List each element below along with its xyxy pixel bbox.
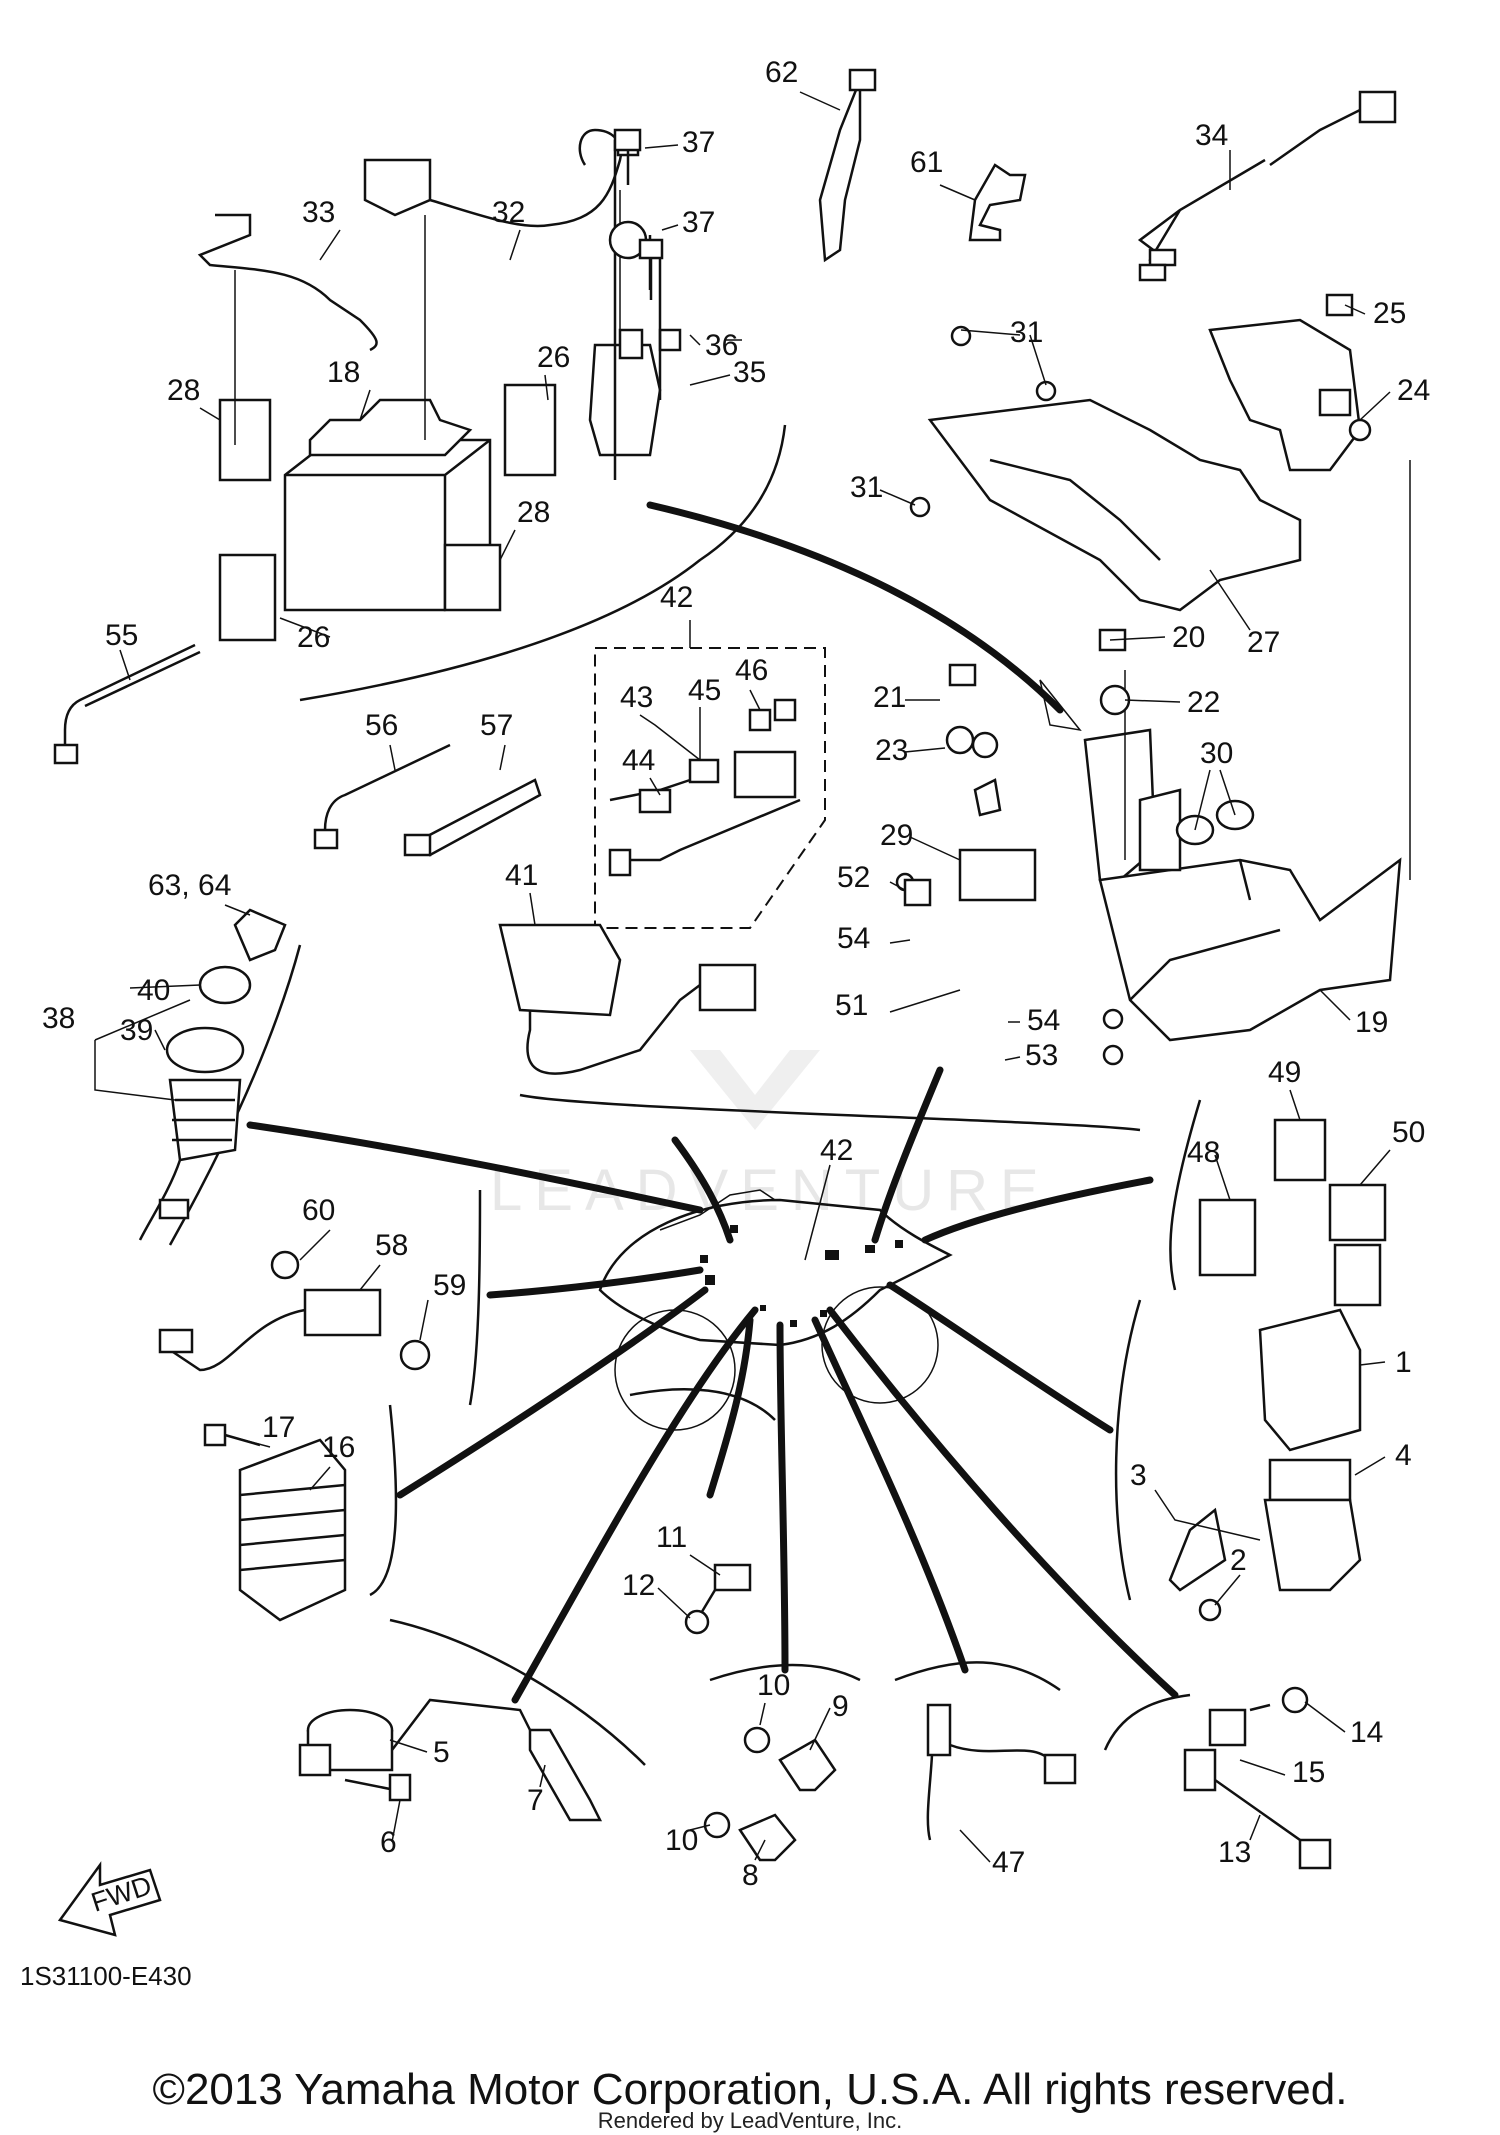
callout-50: 50 [1392,1116,1425,1149]
sensor-13 [1183,1686,1332,1870]
callout-61: 61 [910,146,943,179]
callout-52: 52 [837,861,870,894]
callout-26a: 26 [537,341,570,374]
callout-58: 58 [375,1229,408,1262]
callout-32: 32 [492,196,525,229]
callout-33: 33 [302,196,335,229]
callout-39: 39 [120,1014,153,1047]
callout-36: 36 [705,329,738,362]
callout-30: 30 [1200,737,1233,770]
sensor-47 [926,1703,1077,1841]
group-leaders [246,501,1179,1704]
callout-57: 57 [480,709,513,742]
callout-54b: 54 [1027,1004,1060,1037]
switch-8-9 [703,1726,837,1862]
relay-group [1198,1118,1387,1307]
callout-6: 6 [380,1826,397,1859]
callout-17: 17 [262,1411,295,1444]
sensor-11 [684,1563,752,1635]
callout-60: 60 [302,1194,335,1227]
callout-20: 20 [1172,621,1205,654]
callout-56: 56 [365,709,398,742]
callout-28b: 28 [517,496,550,529]
callout-34: 34 [1195,119,1228,152]
callout-42a: 42 [660,581,693,614]
callout-28a: 28 [167,374,200,407]
group-brackets [168,424,1202,1766]
callout-leaders [94,91,1391,1863]
callout-22: 22 [1187,686,1220,719]
callout-4: 4 [1395,1439,1412,1472]
callout-63-64: 63, 64 [148,869,231,902]
callout-27: 27 [1247,626,1280,659]
ignition-coil [298,1698,603,1822]
bracket-27 [927,318,1372,612]
sensor-58 [158,1250,431,1372]
callout-48: 48 [1187,1136,1220,1169]
small-fasteners [613,128,1354,1066]
callout-54a: 54 [837,922,870,955]
callout-62: 62 [765,56,798,89]
callout-47: 47 [992,1846,1025,1879]
callout-9: 9 [832,1690,849,1723]
callout-40: 40 [137,974,170,1007]
callout-49: 49 [1268,1056,1301,1089]
copyright-notice: ©2013 Yamaha Motor Corporation, U.S.A. A… [152,2065,1348,2114]
callout-37b: 37 [682,206,715,239]
harness-lead [1137,90,1397,282]
callout-23: 23 [875,734,908,767]
callout-53: 53 [1025,1039,1058,1072]
callout-13: 13 [1218,1836,1251,1869]
callout-21: 21 [873,681,906,714]
watermark-text: LEADVENTURE [490,1158,1051,1223]
fwd-arrow: FWD [57,1861,162,1937]
callout-7: 7 [527,1784,544,1817]
callout-11: 11 [656,1521,687,1554]
callout-43: 43 [620,681,653,714]
box-19 [958,460,1411,1042]
callout-19: 19 [1355,1006,1388,1039]
callout-44: 44 [622,744,655,777]
callout-31b: 31 [850,471,883,504]
diagram-code: 1S31100-E430 [20,1961,192,1991]
rendered-by: Rendered by LeadVenture, Inc. [597,2108,903,2133]
ecu-group [1168,1308,1362,1622]
callout-16: 16 [322,1431,355,1464]
callout-37a: 37 [682,126,715,159]
callout-59: 59 [433,1269,466,1302]
watermark: LEADVENTURE [490,1050,1051,1223]
callout-29: 29 [880,819,913,852]
callout-10a: 10 [757,1669,790,1702]
callout-1: 1 [1395,1346,1412,1379]
callout-5: 5 [433,1736,450,1769]
callout-31a: 31 [1010,316,1043,349]
connector-kit-group [594,647,826,929]
rectifier-16 [203,1423,347,1622]
callout-41: 41 [505,859,538,892]
callout-8: 8 [742,1859,759,1892]
callout-3: 3 [1130,1459,1147,1492]
meter-41 [498,923,757,1075]
callout-35: 35 [733,356,766,389]
tie-straps [53,68,1027,857]
callout-18: 18 [327,356,360,389]
callout-55: 55 [105,619,138,652]
callout-24: 24 [1397,374,1430,407]
callout-2: 2 [1230,1544,1247,1577]
battery-group [197,128,682,642]
callout-42b: 42 [820,1134,853,1167]
callout-46: 46 [735,654,768,687]
callout-12: 12 [622,1569,655,1602]
callout-51: 51 [835,989,868,1022]
callout-45: 45 [688,674,721,707]
callout-15: 15 [1292,1756,1325,1789]
callout-25: 25 [1373,297,1406,330]
callout-38: 38 [42,1002,75,1035]
callout-14: 14 [1350,1716,1383,1749]
callout-labels: 1 2 3 4 5 6 7 8 9 10 10 11 12 13 14 15 1… [42,56,1430,1892]
main-switch [138,908,287,1241]
